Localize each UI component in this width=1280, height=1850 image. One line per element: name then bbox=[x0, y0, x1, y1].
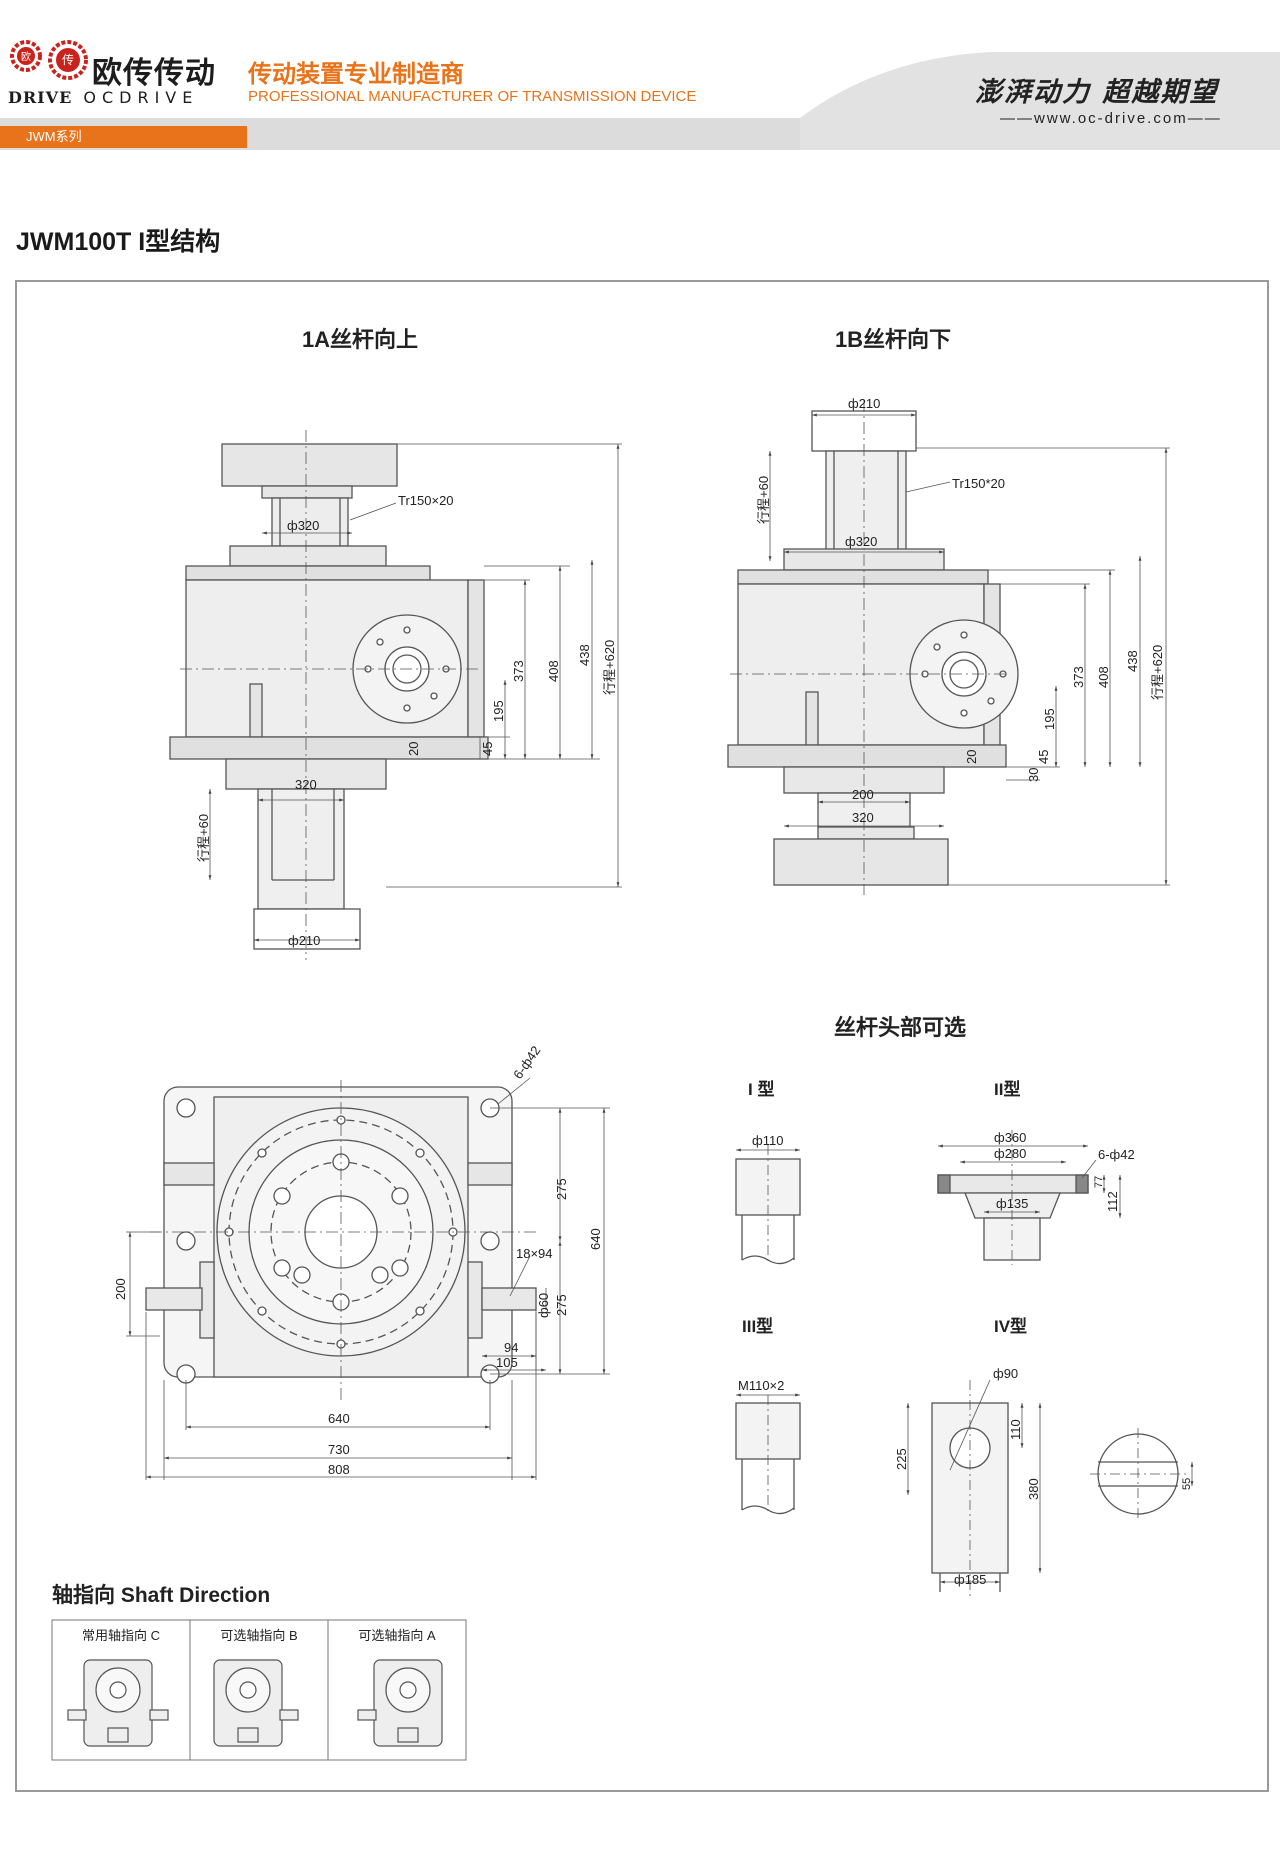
series-tab[interactable]: JWM系列 bbox=[0, 126, 247, 148]
logo-char-2: 传 bbox=[62, 52, 74, 67]
dim-1a-d320-top: ф320 bbox=[287, 518, 319, 533]
dim-1b-d200: 200 bbox=[852, 787, 874, 802]
dim-ii-d280: ф280 bbox=[994, 1146, 1026, 1161]
dim-plan-shaft: ф60 bbox=[536, 1293, 551, 1318]
dim-iv-h225: 225 bbox=[894, 1448, 909, 1470]
dim-iv-h380: 380 bbox=[1026, 1478, 1041, 1500]
dim-iv-d90: ф90 bbox=[993, 1366, 1018, 1381]
view-1b-title: 1B丝杆向下 bbox=[835, 327, 951, 352]
plan-bolt-circle bbox=[273, 1153, 409, 1311]
shaft-cell-c-label: 常用轴指向 C bbox=[82, 1628, 160, 1643]
dim-plan-w105: 105 bbox=[496, 1355, 518, 1370]
left-shaft bbox=[145, 1287, 203, 1311]
dim-1b-d210: ф210 bbox=[848, 396, 880, 411]
brand-suffix: OCDRIVE bbox=[83, 88, 199, 107]
dim-ii-h77: 77 bbox=[1093, 1176, 1105, 1188]
dim-plan-w808: 808 bbox=[328, 1462, 350, 1477]
shaft-icon-c bbox=[67, 1659, 169, 1747]
head-options: 丝杆头部可选 I 型 II型 III型 IV型 bbox=[735, 1015, 1194, 1600]
dim-1a-thread: Tr150×20 bbox=[398, 493, 454, 508]
dim-iii-thread: M110×2 bbox=[738, 1378, 784, 1393]
shaft-icon-a bbox=[357, 1659, 443, 1747]
shaft-cell-a-label: 可选轴指向 A bbox=[358, 1628, 436, 1643]
dim-1b-h45: 45 bbox=[1036, 750, 1051, 764]
dim-1b-h373: 373 bbox=[1071, 666, 1086, 688]
dim-1a-h45: 45 bbox=[480, 742, 495, 756]
shaft-cell-b-label: 可选轴指向 B bbox=[220, 1628, 297, 1643]
dim-1a-h195: 195 bbox=[491, 700, 506, 722]
dim-plan-w730: 730 bbox=[328, 1442, 350, 1457]
type-ii-label: II型 bbox=[994, 1079, 1020, 1099]
dim-1b-h195: 195 bbox=[1042, 708, 1057, 730]
dim-plan-holes: 6-ф42 bbox=[510, 1043, 543, 1082]
brand-prefix: DRIVE bbox=[8, 88, 73, 107]
dim-1b-stroke620: 行程+620 bbox=[1150, 645, 1165, 700]
header-background bbox=[0, 52, 1280, 150]
dim-1b-d320-top: ф320 bbox=[845, 534, 877, 549]
head-options-title: 丝杆头部可选 bbox=[834, 1015, 966, 1040]
dim-ii-d360: ф360 bbox=[994, 1130, 1026, 1145]
dim-i-d110: ф110 bbox=[752, 1133, 783, 1148]
dim-1b-h30: 30 bbox=[1026, 768, 1041, 782]
screw-lower bbox=[257, 788, 345, 910]
slogan-cn: 传动装置专业制造商 bbox=[248, 60, 464, 88]
motto: 澎湃动力 超越期望 bbox=[975, 77, 1219, 108]
bottom-flange-1b bbox=[773, 838, 949, 886]
head-type-ii bbox=[937, 1174, 1089, 1194]
type-iv-label: IV型 bbox=[994, 1316, 1027, 1336]
dim-iv-slot: 55 bbox=[1181, 1478, 1193, 1490]
dim-plan-v275b: 275 bbox=[554, 1294, 569, 1316]
view-1a-title: 1A丝杆向上 bbox=[302, 327, 418, 352]
dim-plan-w94: 94 bbox=[504, 1340, 518, 1355]
type-iii-label: III型 bbox=[742, 1316, 773, 1336]
drawing-frame bbox=[15, 280, 1269, 1792]
dim-1a-h438: 438 bbox=[577, 644, 592, 666]
dim-ii-h112: 112 bbox=[1105, 1191, 1120, 1212]
dim-1a-h408: 408 bbox=[546, 660, 561, 682]
brand-name-en: DRIVE OCDRIVE bbox=[8, 88, 198, 107]
brand-name-cn: 欧传传动 bbox=[92, 56, 216, 91]
dim-plan-v640: 640 bbox=[588, 1228, 603, 1250]
dim-1b-d320: 320 bbox=[852, 810, 874, 825]
dim-1b-thread: Tr150*20 bbox=[952, 476, 1005, 491]
dim-1a-d210: ф210 bbox=[288, 933, 320, 948]
dim-plan-v275a: 275 bbox=[554, 1178, 569, 1200]
shaft-direction-title: 轴指向 Shaft Direction bbox=[52, 1583, 270, 1607]
dim-1b-h20: 20 bbox=[964, 750, 979, 764]
dim-iv-h110: 110 bbox=[1008, 1419, 1023, 1440]
shaft-direction-section: 轴指向 Shaft Direction 常用轴指向 C 可选轴指向 B 可选轴指… bbox=[51, 1583, 467, 1761]
dim-1a-h20: 20 bbox=[406, 742, 421, 756]
website-text: www.oc-drive.com bbox=[1034, 110, 1188, 127]
plan-view: 6-ф42 275 640 200 18×94 ф60 275 94 105 6… bbox=[113, 1043, 610, 1480]
header: 欧 传 欧传传动 DRIVE OCDRIVE 传动装置专业制造商 PROFESS… bbox=[0, 0, 1280, 150]
right-shaft bbox=[481, 1287, 537, 1311]
view-1b: 1B丝杆向下 bbox=[727, 327, 1170, 895]
logo-char-1: 欧 bbox=[21, 51, 31, 63]
dim-ii-d135: ф135 bbox=[996, 1196, 1028, 1211]
dim-1a-h373: 373 bbox=[511, 660, 526, 682]
dim-1b-h438: 438 bbox=[1125, 650, 1140, 672]
logo-icon: 欧 传 bbox=[10, 40, 88, 80]
slogan-en: PROFESSIONAL MANUFACTURER OF TRANSMISSIO… bbox=[248, 88, 697, 105]
type-i-label: I 型 bbox=[748, 1079, 774, 1099]
dim-1a-d320-bottom: 320 bbox=[295, 777, 317, 792]
base-plate-1a bbox=[169, 736, 489, 760]
shaft-icon-b bbox=[213, 1659, 299, 1747]
dim-1b-h408: 408 bbox=[1096, 666, 1111, 688]
dim-1a-stroke60: 行程+60 bbox=[196, 814, 211, 862]
view-1a: 1A丝杆向上 bbox=[169, 327, 622, 960]
dim-1a-stroke620: 行程+620 bbox=[602, 640, 617, 695]
dim-iv-d185: ф185 bbox=[954, 1572, 986, 1587]
dim-plan-key: 18×94 bbox=[516, 1246, 553, 1261]
dim-plan-v200: 200 bbox=[113, 1278, 128, 1300]
dim-ii-holes: 6-ф42 bbox=[1098, 1147, 1135, 1162]
website-url: ——www.oc-drive.com—— bbox=[1000, 110, 1222, 127]
top-flange bbox=[221, 443, 398, 487]
page-title: JWM100T I型结构 bbox=[16, 228, 221, 256]
dim-1b-stroke60: 行程+60 bbox=[756, 476, 771, 524]
dim-plan-w640: 640 bbox=[328, 1411, 350, 1426]
